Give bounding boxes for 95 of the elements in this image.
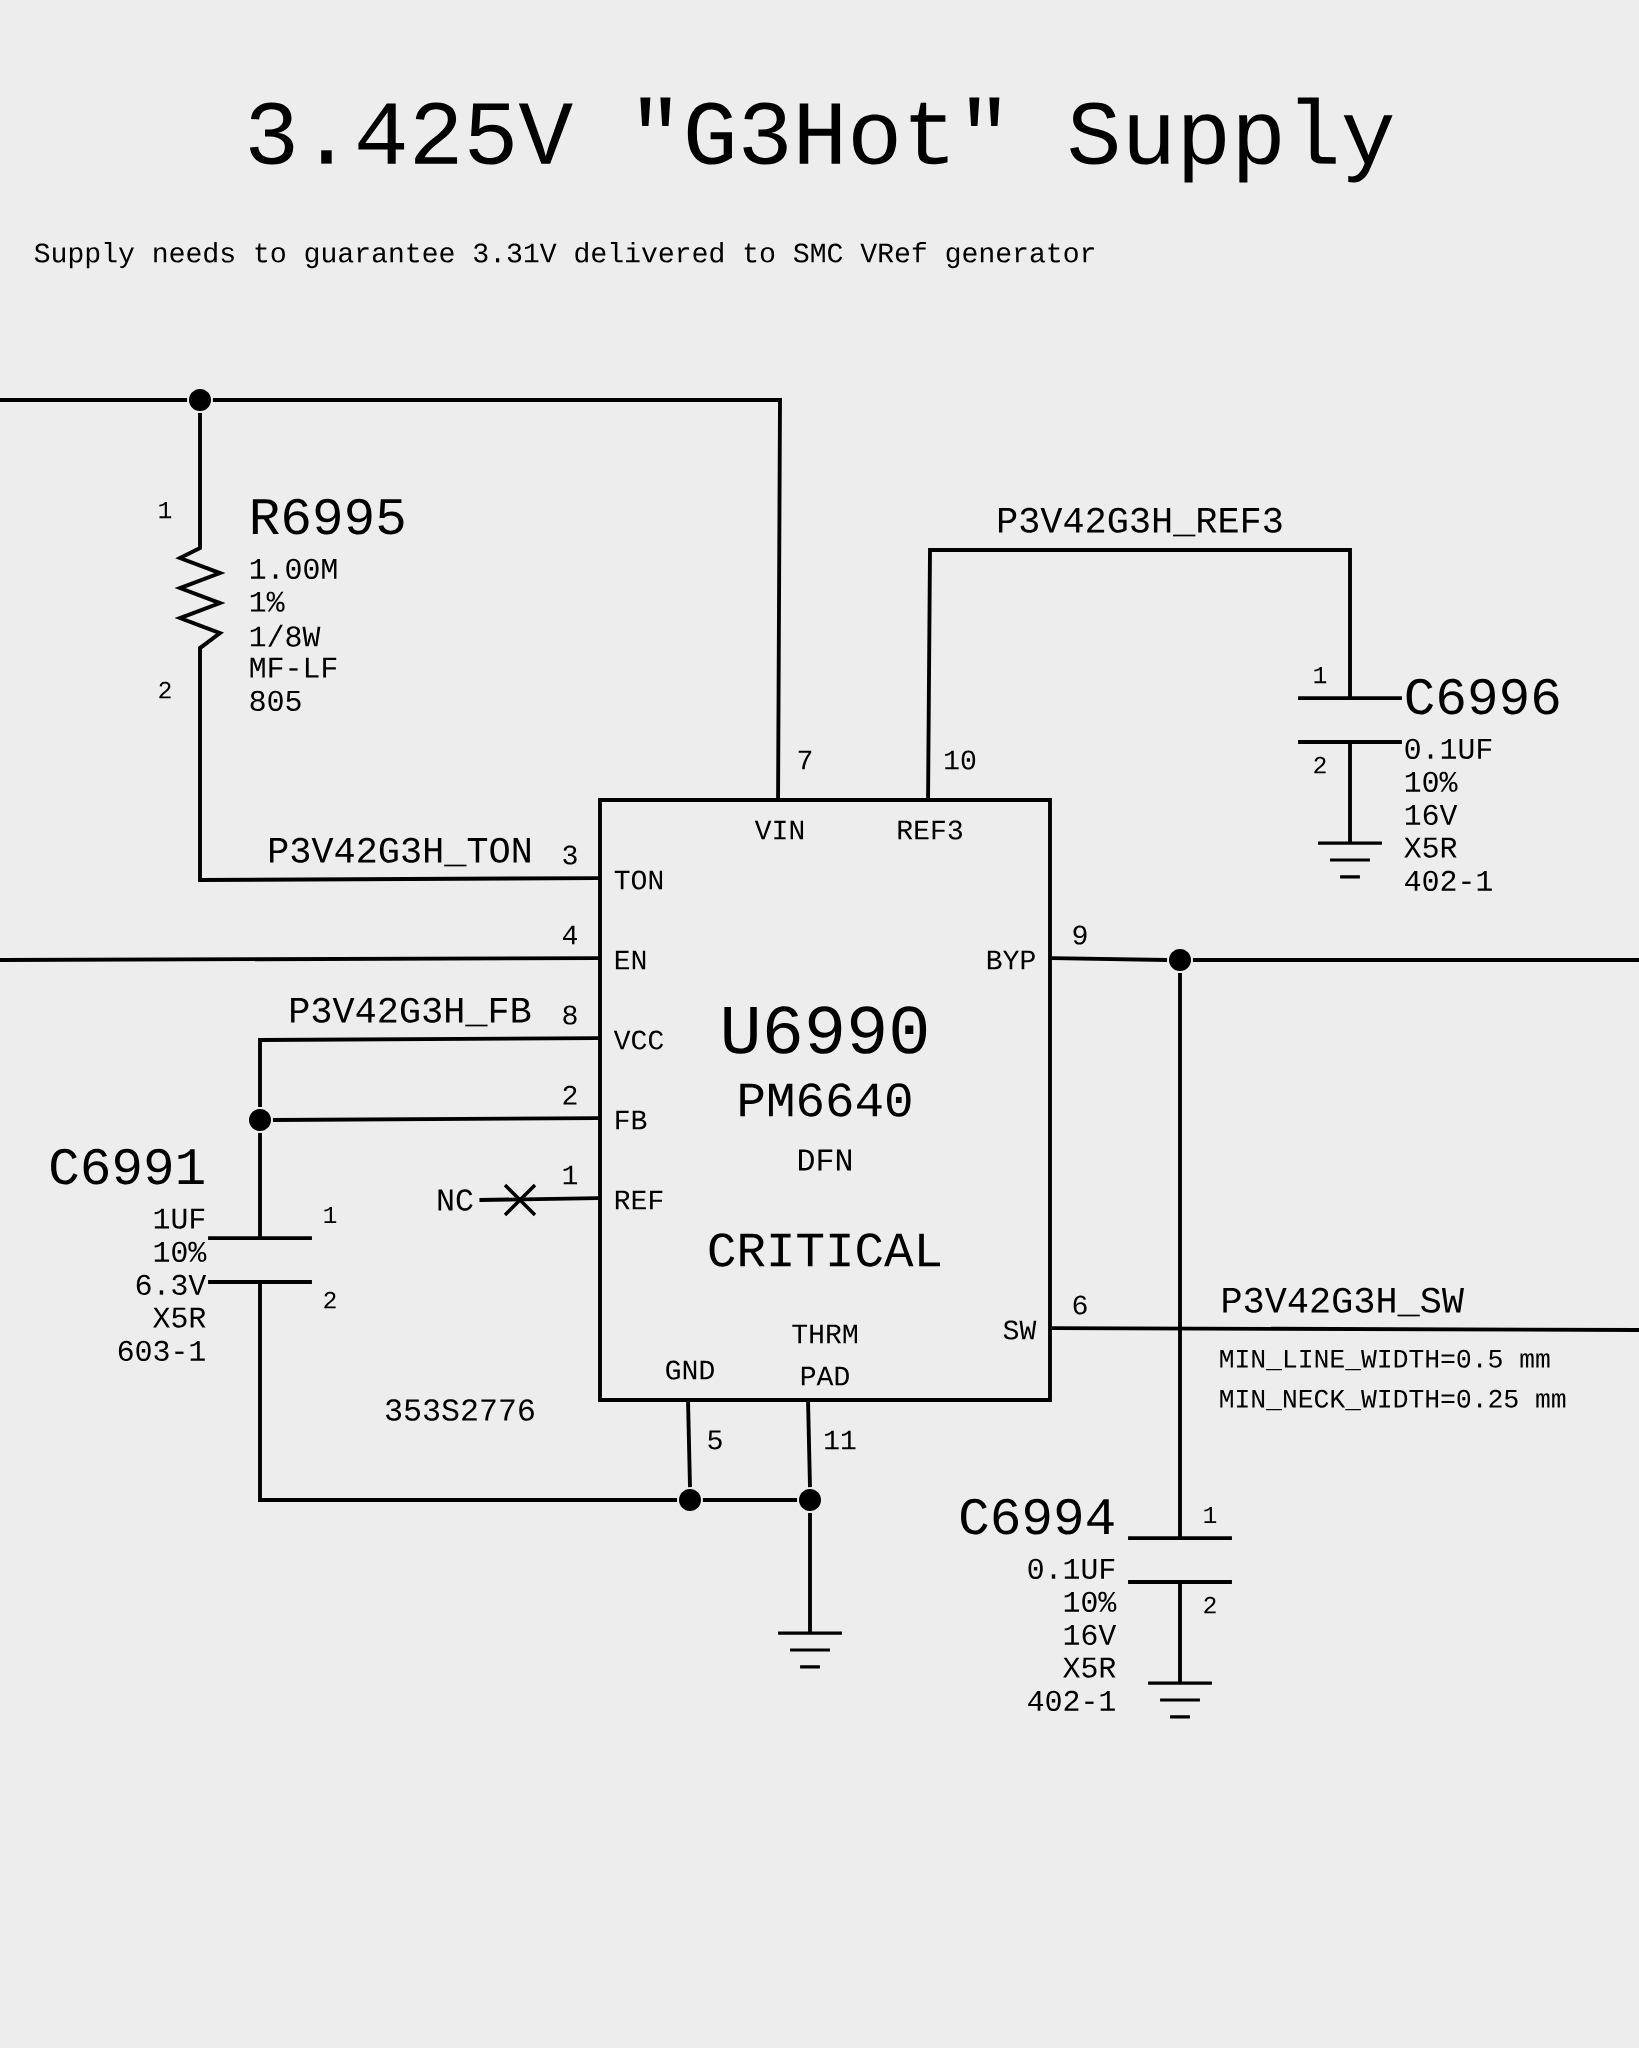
component-value: 10%: [1405, 771, 1458, 792]
wire: [808, 1512, 812, 1634]
pin-name: THRM PAD: [792, 1324, 857, 1386]
pin-name: REF: [615, 1190, 663, 1210]
component-value: 805: [250, 690, 301, 711]
capacitor-symbol: [1298, 696, 1402, 744]
wire: [272, 1116, 599, 1122]
capacitor-symbol: [208, 1236, 312, 1284]
wire: [212, 398, 782, 799]
component-value: X5R: [1404, 837, 1457, 858]
wire: [1051, 956, 1168, 962]
junction-dot: [249, 1109, 271, 1131]
component-value: 16V: [1405, 804, 1458, 825]
pin-number: 9: [1073, 925, 1087, 945]
wire: [198, 412, 202, 499]
ground-symbol: [1316, 841, 1384, 879]
junction-dot: [799, 1489, 821, 1511]
wire: [1178, 1581, 1182, 1684]
wire: [258, 1132, 262, 1239]
wire: [686, 1401, 692, 1488]
component-name: R6995: [252, 498, 404, 535]
junction-dot: [679, 1489, 701, 1511]
component-value: 6.3V: [136, 1274, 207, 1295]
net-label: P3V42G3H_REF3: [998, 507, 1282, 537]
pin-name: BYP: [987, 950, 1035, 970]
note-text: Supply needs to guarantee 3.31V delivered to SMC VRef generator: [34, 241, 1094, 269]
wire: [806, 1401, 812, 1488]
ground-symbol: [1146, 1681, 1214, 1719]
pin-number: 2: [324, 1291, 336, 1309]
pin-number: 3: [563, 845, 577, 865]
pin-number: 1: [563, 1165, 578, 1185]
wire: [258, 1036, 599, 1108]
pin-name: REF3: [898, 820, 962, 840]
wire: [0, 956, 599, 962]
pin-name: FB: [616, 1110, 647, 1130]
component-value: 1.00M: [250, 558, 337, 579]
wire: [198, 701, 599, 882]
component-value: 1UF: [154, 1208, 205, 1229]
wire: [702, 1498, 798, 1502]
net-label: P3V42G3H_TON: [270, 837, 530, 867]
pin-name: SW: [1003, 1320, 1037, 1340]
net-property: MIN_LINE_WIDTH=0.5 mm: [1220, 1349, 1550, 1371]
component-value: 10%: [1064, 1591, 1117, 1612]
component-name: C6996: [1406, 678, 1559, 715]
component-value: 402-1: [1028, 1690, 1115, 1711]
net-label: P3V42G3H_SW: [1223, 1287, 1464, 1317]
component-value: 0.1UF: [1028, 1558, 1115, 1579]
pin-number: 6: [1073, 1295, 1087, 1315]
wire: [258, 1281, 678, 1502]
pin-number: 2: [563, 1085, 577, 1105]
component-value: 16V: [1064, 1624, 1117, 1645]
wire: [1051, 1326, 1639, 1332]
wire: [1178, 972, 1182, 1539]
capacitor-symbol: [1128, 1536, 1232, 1584]
resistor-symbol: [174, 498, 226, 702]
wire: [1192, 958, 1639, 962]
wire: [479, 1196, 599, 1202]
wire: [0, 398, 188, 402]
net-label: P3V42G3H_FB: [291, 997, 531, 1027]
component-name: C6991: [51, 1148, 204, 1185]
component-value: 1/8W: [250, 624, 321, 647]
no-connect-label: NC: [438, 1189, 473, 1211]
pin-number: 11: [825, 1430, 856, 1450]
pin-number: 7: [798, 750, 812, 770]
component-value: 10%: [154, 1241, 207, 1262]
junction-dot: [1169, 949, 1191, 972]
title: 3.425V "G3Hot" Supply: [249, 97, 1393, 183]
pin-name: GND: [666, 1360, 714, 1380]
pin-name: VCC: [613, 1030, 664, 1050]
pin-number: 5: [708, 1430, 722, 1450]
pin-number: 1: [1204, 1506, 1217, 1524]
ground-symbol: [776, 1631, 844, 1669]
wire: [1348, 741, 1352, 844]
wire: [926, 548, 1352, 799]
component-value: 402-1: [1405, 870, 1492, 891]
pin-number: 4: [563, 925, 577, 945]
net-property: MIN_NECK_WIDTH=0.25 mm: [1220, 1389, 1566, 1411]
part-number: 353S2776: [386, 1399, 534, 1421]
pin-number: 2: [1314, 756, 1326, 774]
component-value: 603-1: [118, 1340, 205, 1361]
component-name: C6994: [961, 1498, 1114, 1535]
pin-name: VIN: [754, 820, 804, 840]
pin-number: 1: [324, 1206, 337, 1224]
component-value: 0.1UF: [1405, 738, 1492, 759]
component-value: 1%: [250, 591, 285, 612]
component-value: X5R: [1063, 1657, 1116, 1678]
pin-number: 1: [1314, 666, 1327, 684]
component-value: MF-LF: [250, 657, 337, 678]
component-value: X5R: [153, 1307, 206, 1328]
pin-name: TON: [614, 870, 663, 890]
junction-dot: [189, 389, 211, 412]
pin-name: EN: [615, 950, 646, 970]
pin-number: 2: [1204, 1596, 1216, 1614]
pin-number: 10: [945, 750, 976, 770]
pin-number: 8: [563, 1005, 577, 1025]
